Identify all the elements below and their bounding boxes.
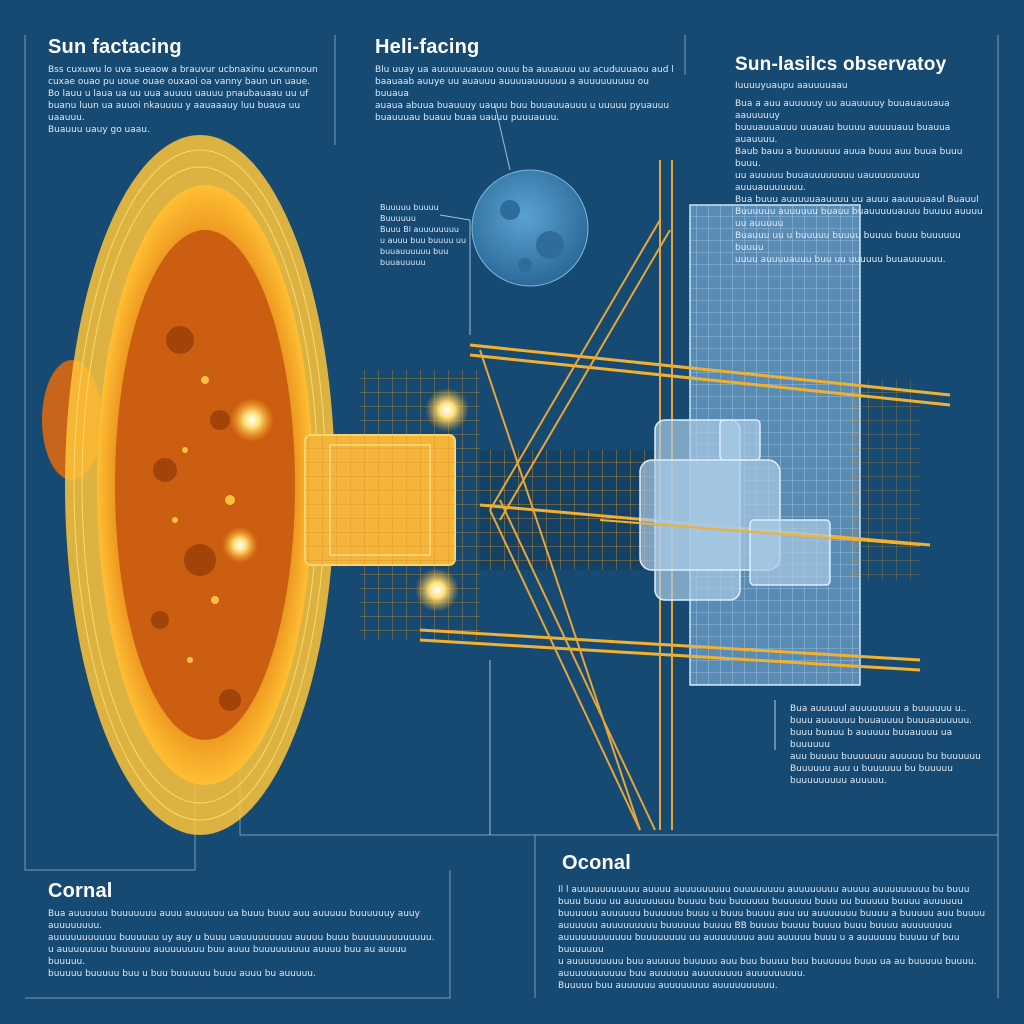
heli-facing-title: Heli-facing	[375, 36, 480, 58]
oconal-title: Oconal	[562, 852, 631, 874]
sun-lasiles-subtitle: Iuuuuyuaupu aauuuuaau	[735, 81, 848, 91]
sun-facing-text: Bss cuxuwu lo uva sueaow a brauvur ucbna…	[48, 65, 318, 135]
oconal-text: Il l auuuuuuuuuuu auuuu auuuuuuuuu ouuuu…	[558, 885, 986, 991]
callout-mid-text: Buuuuu buuuu Buuuuuu Buuu Bl auuuuuuuu u…	[380, 203, 467, 267]
sun-lasiles-text: Bua a auu auuuuuy uu auauuuuy buuauauuau…	[735, 99, 983, 265]
truss-struts	[479, 160, 673, 831]
heli-facing-text: Blu uuay ua auuuuuuauuu ouuu ba auuauuu …	[375, 65, 674, 123]
cornal-title: Cornal	[48, 880, 113, 902]
cornal-text: Bua auuuuuu buuuuuuu auuu auuuuuu ua buu…	[48, 909, 435, 979]
moon	[471, 169, 589, 287]
callout-right-text: Bua auuuuul auuuuuuuu a buuuuuu u.. buuu…	[790, 704, 981, 786]
probe-body	[304, 434, 456, 566]
sun-lasiles-title: Sun-lasilcs observatoy	[735, 54, 947, 75]
sun	[42, 135, 335, 835]
gold-grid-array	[360, 370, 920, 640]
leader-lines	[439, 104, 776, 835]
sun-facing-title: Sun factacing	[48, 36, 182, 58]
instrument-module	[599, 419, 921, 601]
engine-glows	[222, 388, 469, 612]
